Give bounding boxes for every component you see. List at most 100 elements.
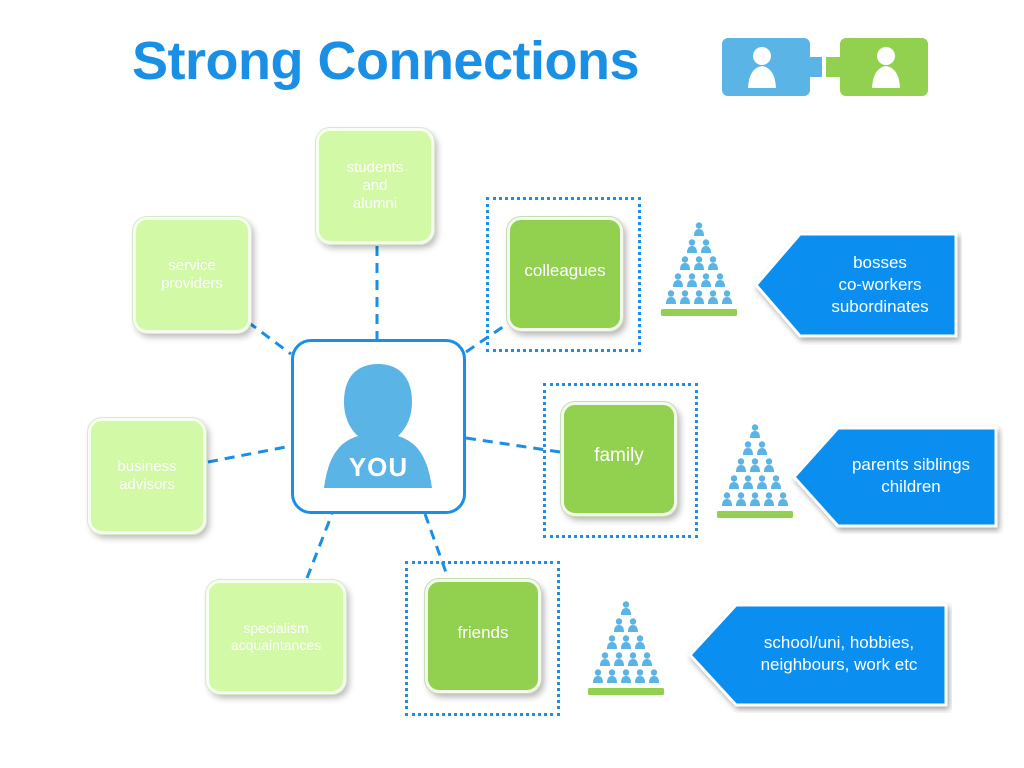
strong-tie-colleagues: colleagues xyxy=(507,217,623,331)
person-figure-head xyxy=(636,669,644,676)
person-figure-body xyxy=(722,297,732,304)
person-figure-body xyxy=(607,676,617,683)
slide-title: Strong Connections xyxy=(132,31,639,91)
callout-line: parents siblings xyxy=(851,454,971,474)
connect-people-icon xyxy=(722,38,928,96)
colleagues-highlight-frame xyxy=(486,197,641,352)
person-figure-body xyxy=(694,263,704,270)
person-figure-body xyxy=(680,263,690,270)
person-figure-body xyxy=(736,465,746,472)
person-figure-head xyxy=(709,290,717,297)
weak-tie-service-providers: service providers xyxy=(133,217,251,333)
person-figure-body xyxy=(628,625,638,632)
person-figure-head xyxy=(622,635,630,642)
strong-tie-label: friends xyxy=(457,622,509,642)
callout-line: school/uni, hobbies, xyxy=(763,632,915,652)
person-figure-head xyxy=(744,441,752,448)
person-figure-body xyxy=(722,499,732,506)
person-figure-body xyxy=(778,499,788,506)
person-figure-head xyxy=(716,273,724,280)
person-figure-body xyxy=(593,676,603,683)
person-figure-head xyxy=(650,669,658,676)
person-figure-head xyxy=(709,256,717,263)
person-figure-head xyxy=(723,290,731,297)
callout-line: co-workers xyxy=(838,274,922,294)
strong-tie-family: family xyxy=(561,402,677,516)
person-figure-body xyxy=(743,482,753,489)
person-figure-head xyxy=(622,601,630,608)
callout-line: children xyxy=(881,477,941,496)
weak-tie-specialism-acquaintances: specialism acquaintances xyxy=(206,580,346,694)
person-figure-body xyxy=(764,499,774,506)
friends-callout: school/uni, hobbies, neighbours, work et… xyxy=(728,605,950,703)
person-figure-head xyxy=(608,635,616,642)
person-figure-body xyxy=(736,499,746,506)
person-figure-head xyxy=(765,458,773,465)
person-figure-head xyxy=(695,222,703,229)
person-figure-head xyxy=(674,273,682,280)
person-figure-body xyxy=(750,499,760,506)
person-figure-body xyxy=(621,676,631,683)
people-pyramid-icon xyxy=(717,424,793,518)
person-figure-head xyxy=(695,256,703,263)
person-figure-body xyxy=(750,431,760,438)
person-figure-body xyxy=(649,676,659,683)
person-figure-body xyxy=(635,676,645,683)
person-figure-body xyxy=(701,280,711,287)
strong-tie-friends: friends xyxy=(425,579,541,693)
person-figure-head xyxy=(758,475,766,482)
callout-line: subordinates xyxy=(831,297,929,317)
person-figure-head xyxy=(688,273,696,280)
person-figure-head xyxy=(629,652,637,659)
weak-tie-label: business advisors xyxy=(117,458,177,493)
person-figure-body xyxy=(757,482,767,489)
person-figure-head xyxy=(643,652,651,659)
family-callout: parents siblings children xyxy=(832,428,990,524)
pyramid-base-bar xyxy=(661,309,737,316)
person-figure-body xyxy=(694,229,704,236)
friends-callout-shape xyxy=(687,603,948,707)
person-figure-head xyxy=(737,492,745,499)
person-figure-head xyxy=(730,475,738,482)
person-figure-head xyxy=(702,239,710,246)
person-figure-body xyxy=(621,608,631,615)
strong-tie-label: family xyxy=(594,444,644,466)
person-figure-body xyxy=(614,625,624,632)
colleagues-callout-shape xyxy=(754,232,958,338)
person-figure-head xyxy=(636,635,644,642)
person-figure-body xyxy=(628,659,638,666)
person-figure-body xyxy=(673,280,683,287)
person-figure-body xyxy=(607,642,617,649)
person-figure-body xyxy=(680,297,690,304)
person-figure-head xyxy=(615,618,623,625)
person-figure-head xyxy=(765,492,773,499)
person-figure-head xyxy=(772,475,780,482)
person-figure-body xyxy=(708,297,718,304)
person-figure-body xyxy=(701,246,711,253)
person-figure-body xyxy=(729,482,739,489)
friends-highlight-frame xyxy=(405,561,560,716)
callout-line: neighbours, work etc xyxy=(760,655,918,674)
family-highlight-frame xyxy=(543,383,698,538)
person-figure-body xyxy=(666,297,676,304)
person-figure-head xyxy=(667,290,675,297)
person-figure-head xyxy=(681,256,689,263)
you-label: YOU xyxy=(348,452,409,482)
person-figure-body xyxy=(708,263,718,270)
person-figure-head xyxy=(594,669,602,676)
person-figure-head xyxy=(608,669,616,676)
pyramid-base-bar xyxy=(717,511,793,518)
family-callout-shape xyxy=(791,426,998,528)
people-pyramid-icon xyxy=(588,601,664,695)
person-figure-body xyxy=(635,642,645,649)
person-figure-body xyxy=(764,465,774,472)
weak-tie-business-advisors: business advisors xyxy=(88,418,206,534)
person-figure-head xyxy=(601,652,609,659)
person-figure-head xyxy=(622,669,630,676)
people-pyramid-icon xyxy=(661,222,737,316)
person-figure-body xyxy=(600,659,610,666)
person-figure-head xyxy=(615,652,623,659)
weak-tie-label: students and alumni xyxy=(346,159,404,212)
weak-tie-students-alumni: students and alumni xyxy=(316,128,434,244)
person-figure-body xyxy=(614,659,624,666)
